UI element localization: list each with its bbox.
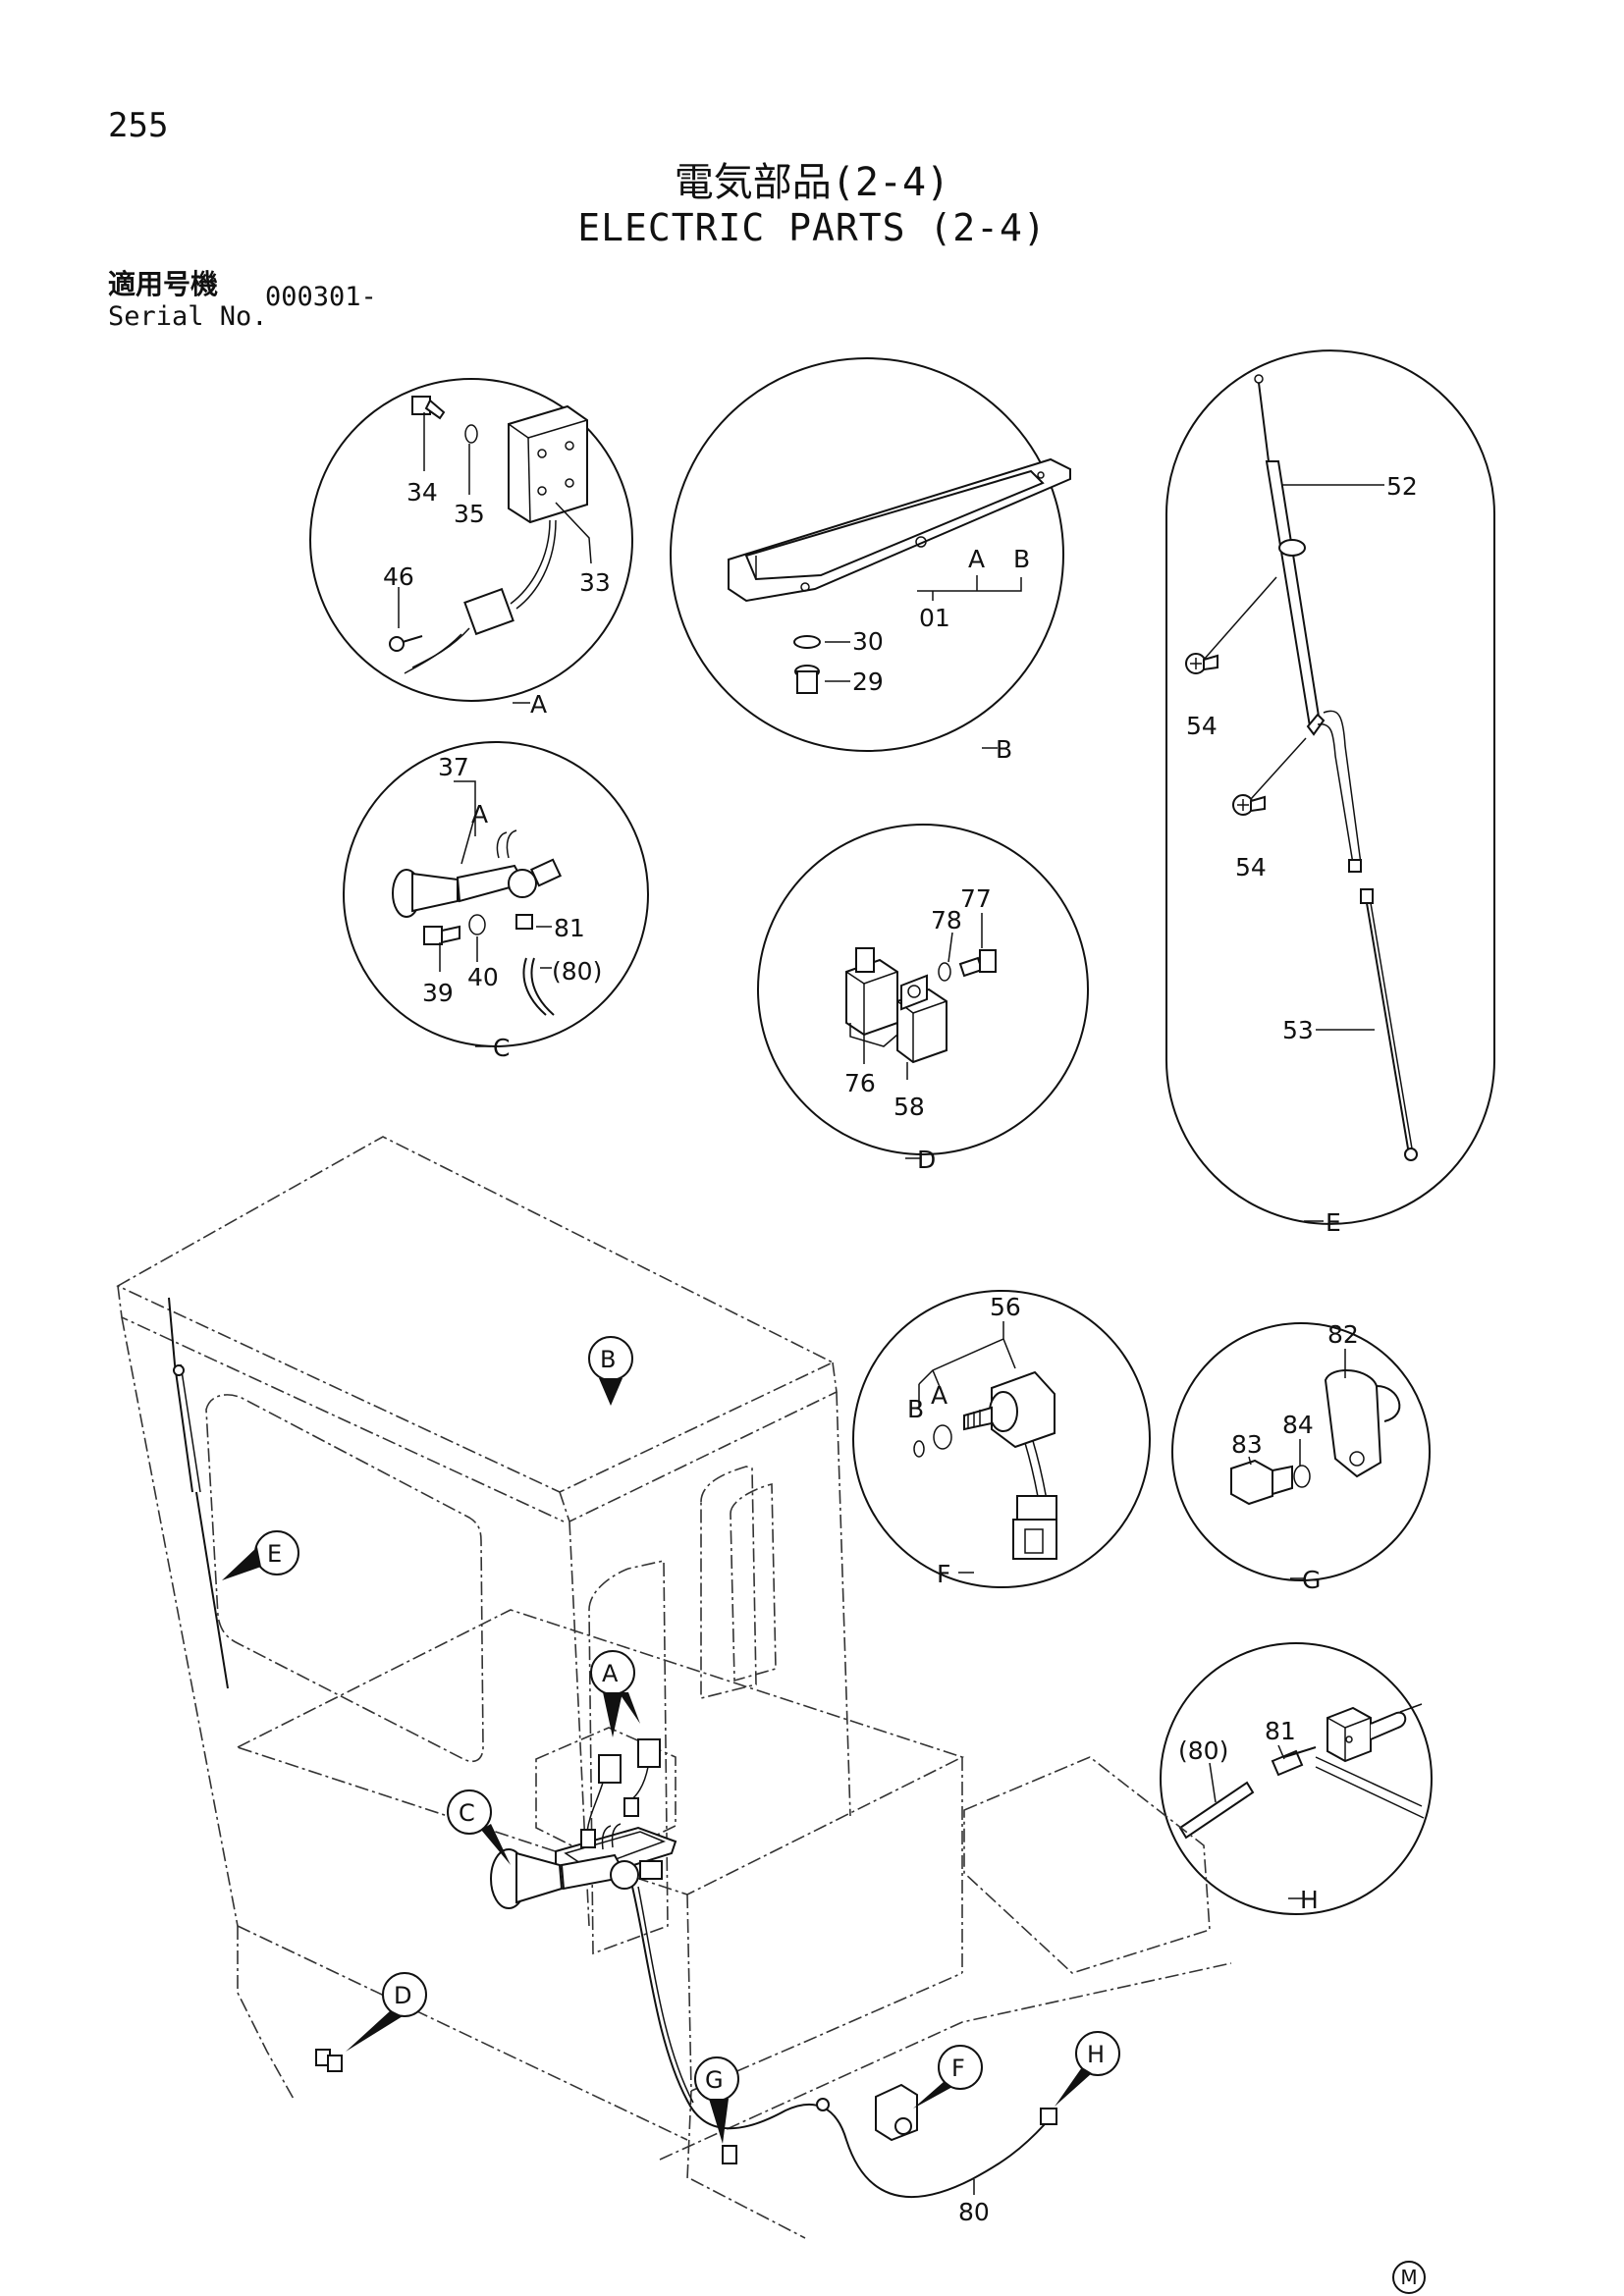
page-title: ELECTRIC PARTS (2-4) [577,206,1047,249]
callout-b: B [600,1346,616,1373]
page-title-japanese: 電気部品(2-4) [674,160,950,205]
part-label: A [471,800,488,828]
part-label: 34 [406,478,438,507]
part-label: A [931,1381,947,1410]
detail-label-h: H [1300,1886,1319,1914]
detail-label-f: F [937,1560,950,1588]
part-label: (80) [552,957,602,986]
part-label: 53 [1282,1016,1314,1044]
detail-g: 82 84 83 G [1171,1320,1431,1594]
part-label: 39 [422,979,454,1007]
detail-h: 81 (80) H [1160,1642,1433,1915]
footer-mark: M [1392,2261,1426,2294]
part-label: (80) [1178,1736,1228,1765]
harness-part-label: 80 [958,2198,990,2226]
detail-label-d: D [917,1146,936,1174]
part-label: 30 [852,627,884,656]
part-label: A [968,545,985,573]
detail-e: 52 54 54 53 E [1165,349,1495,1237]
part-label: 83 [1231,1430,1263,1459]
callout-d: D [394,1982,411,2009]
part-label: 01 [919,604,950,632]
part-label: 81 [554,914,585,942]
callout-a: A [602,1660,619,1687]
detail-label-a: A [530,690,547,719]
detail-label-e: E [1326,1208,1341,1237]
part-label: 58 [893,1093,925,1121]
part-label: 76 [844,1069,876,1097]
part-label: 29 [852,667,884,696]
part-label: 54 [1235,853,1267,881]
callout-g: G [705,2066,724,2094]
part-label: B [1013,545,1030,573]
part-label: 56 [990,1293,1021,1321]
detail-d: 77 78 76 58 D [757,824,1089,1174]
detail-a: 34 35 33 46 A [309,378,633,719]
part-label: 84 [1282,1411,1314,1439]
part-label: 33 [579,568,611,597]
callout-c: C [459,1799,475,1827]
part-label: 77 [960,884,992,913]
detail-label-b: B [996,735,1012,764]
callout-h: H [1087,2041,1105,2068]
detail-label-g: G [1302,1566,1321,1594]
part-label: 81 [1265,1717,1296,1745]
part-label: 35 [454,500,485,528]
callout-f: F [951,2055,965,2082]
detail-c: 37 A 81 39 40 (80) C [343,741,649,1062]
detail-f: 56 B A F [852,1290,1151,1588]
part-label: 40 [467,963,499,991]
detail-b: 01 A B 30 29 B [670,357,1071,764]
part-label: 52 [1386,472,1418,501]
part-label: 78 [931,906,962,934]
callout-e: E [267,1540,282,1568]
cab-assembly-view: B E A C D G F H 80 [116,1136,1232,2239]
serial-label: Serial No. [108,301,268,332]
part-label: 46 [383,562,414,591]
serial-label-japanese: 適用号機 [108,268,219,300]
part-label: 37 [438,753,469,781]
part-label: 82 [1327,1320,1359,1349]
part-label: 54 [1186,712,1218,740]
serial-number-value: 000301- [265,282,377,312]
detail-label-c: C [493,1034,510,1062]
part-label: B [907,1395,924,1423]
page-number: 255 [108,106,169,145]
